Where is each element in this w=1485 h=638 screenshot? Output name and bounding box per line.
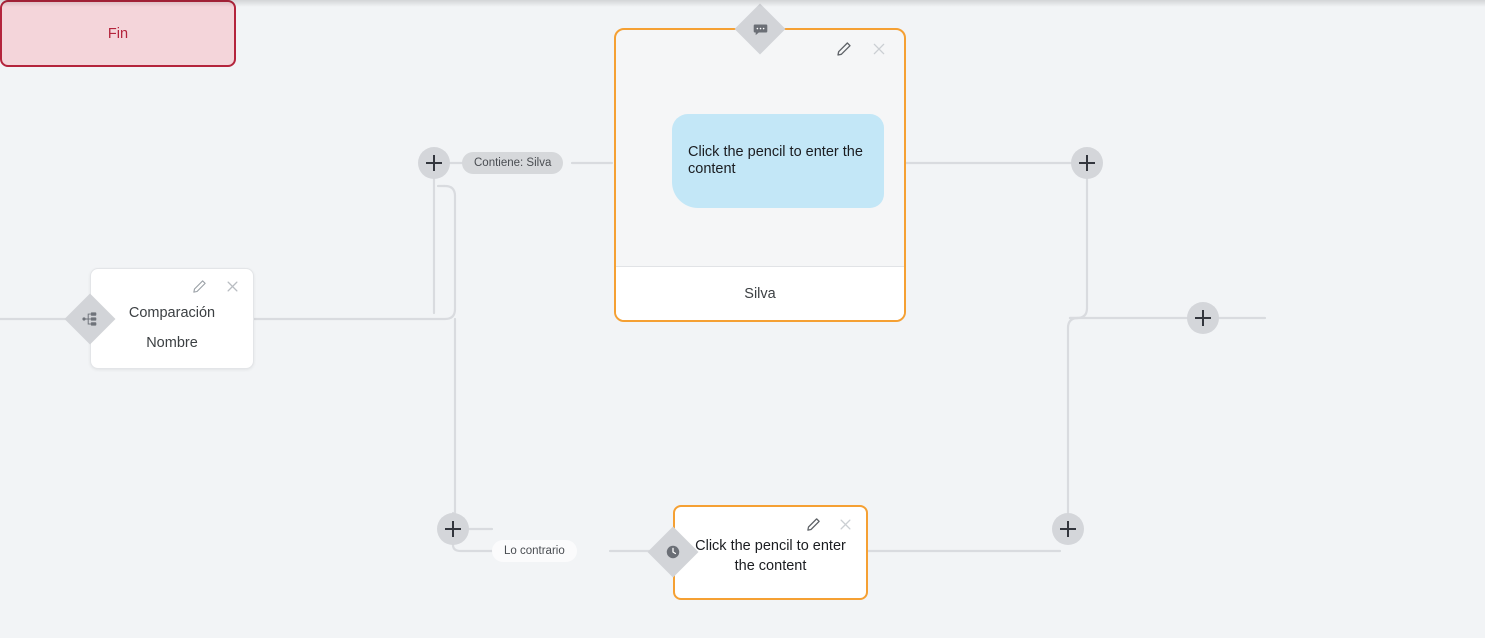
- clock-icon: [663, 542, 683, 562]
- message-bubble: Click the pencil to enter the content: [672, 114, 884, 208]
- node-comparison-title: Comparación: [128, 305, 216, 321]
- add-node-top-right[interactable]: [1071, 147, 1103, 179]
- close-icon[interactable]: [223, 277, 241, 295]
- node-message-bottom-tools: [804, 515, 854, 533]
- node-comparison-badge: [64, 293, 116, 345]
- pencil-icon[interactable]: [190, 277, 208, 295]
- node-message-top[interactable]: Click the pencil to enter the content Si…: [614, 28, 906, 322]
- node-end-label: Fin: [107, 25, 129, 42]
- edge-label-branch-false[interactable]: Lo contrario: [492, 540, 577, 562]
- pencil-icon[interactable]: [804, 515, 822, 533]
- node-comparison-subtitle: Nombre: [146, 335, 198, 351]
- branch-icon: [80, 309, 100, 329]
- add-node-top-left[interactable]: [418, 147, 450, 179]
- add-node-bottom-right[interactable]: [1052, 513, 1084, 545]
- node-message-top-tools: [835, 40, 888, 58]
- edge-label-branch-true[interactable]: Contiene: Silva: [462, 152, 564, 174]
- node-comparison-labels: Comparación Nombre: [91, 298, 253, 358]
- node-message-bottom-text: Click the pencil to enter the content: [695, 538, 846, 574]
- close-icon[interactable]: [870, 40, 888, 58]
- chat-bubble-icon: [750, 19, 770, 39]
- add-node-before-end[interactable]: [1187, 302, 1219, 334]
- node-message-top-badge: [734, 3, 786, 55]
- node-message-bottom[interactable]: Click the pencil to enter the content: [673, 505, 868, 600]
- close-icon[interactable]: [836, 515, 854, 533]
- node-message-bottom-badge: [647, 526, 699, 578]
- node-comparison-tools: [190, 277, 241, 295]
- node-message-top-footer: Silva: [616, 266, 904, 320]
- add-node-bottom-left[interactable]: [437, 513, 469, 545]
- node-end[interactable]: Fin: [0, 0, 236, 67]
- pencil-icon[interactable]: [835, 40, 853, 58]
